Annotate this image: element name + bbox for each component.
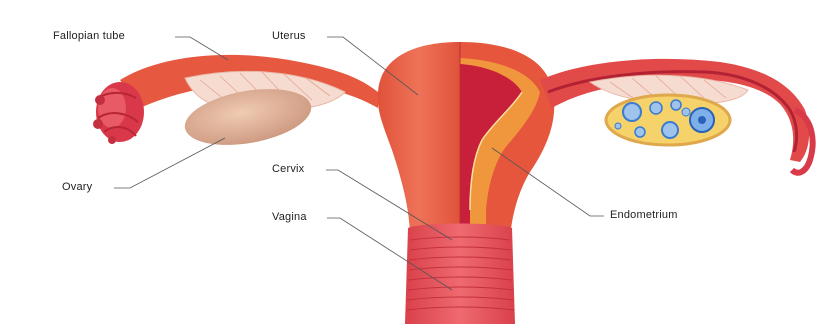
follicle: [662, 122, 678, 138]
label-uterus: Uterus: [272, 30, 306, 42]
right-ovary-section: [606, 95, 730, 145]
label-fallopian-tube: Fallopian tube: [53, 30, 125, 42]
label-cervix: Cervix: [272, 163, 304, 175]
label-ovary: Ovary: [62, 181, 92, 193]
follicle: [615, 123, 621, 129]
label-endometrium: Endometrium: [610, 209, 678, 221]
follicle: [650, 102, 662, 114]
follicle: [623, 103, 641, 121]
follicle: [635, 127, 645, 137]
follicle: [682, 108, 690, 116]
label-vagina: Vagina: [272, 211, 307, 223]
follicle: [671, 100, 681, 110]
uterus-body: [378, 42, 460, 238]
left-fimbriae: [93, 82, 144, 144]
